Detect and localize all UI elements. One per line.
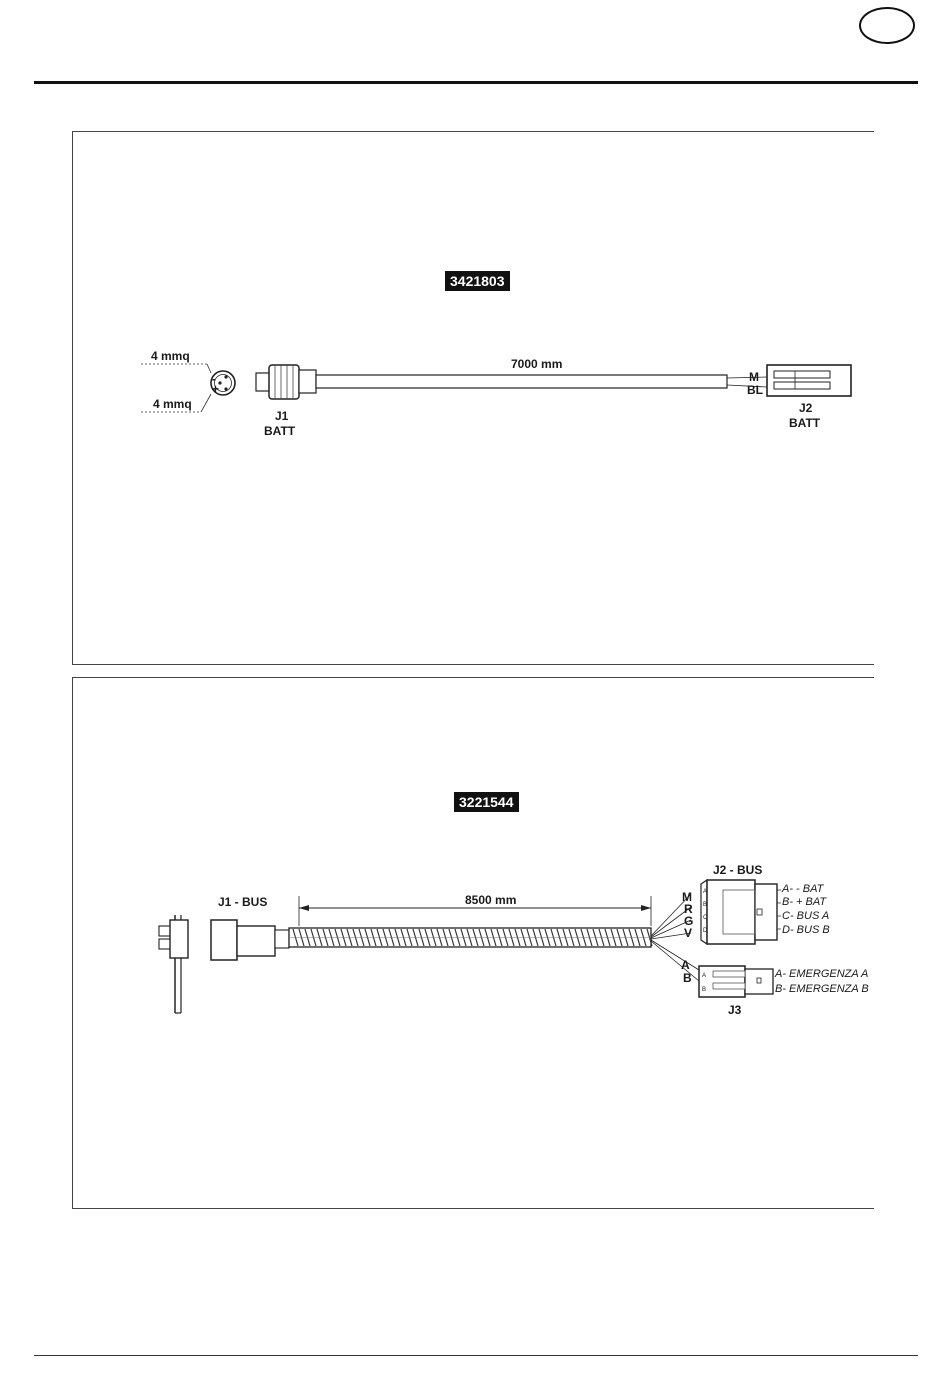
footer-rule	[34, 1355, 918, 1356]
cable-length-label: 8500 mm	[465, 893, 516, 907]
j1-battery-connector: J1 BATT	[256, 365, 316, 438]
wire-m-label: M	[749, 370, 759, 384]
j2-wire-v: V	[684, 926, 692, 940]
cable-7000: 7000 mm M BL	[316, 357, 767, 397]
wire-size-bottom-label: 4 mmq	[153, 397, 192, 411]
page-number-badge	[859, 7, 915, 44]
j3-wire-b: B	[683, 971, 692, 985]
j2-pin-a: A	[703, 889, 707, 895]
j1-label: BATT	[264, 424, 296, 438]
j3-wire-a: A	[681, 958, 690, 972]
j2-pin-b-desc: B- + BAT	[782, 896, 827, 908]
j3-pin-a: A	[702, 973, 706, 979]
pin-plus-label: +	[212, 382, 219, 396]
j1-bus-connector: J1 - BUS	[159, 895, 289, 1013]
j2-pin-d: D	[703, 928, 708, 934]
j2-bus-label: J2 - BUS	[713, 863, 762, 877]
j3-pin-a-desc: A- EMERGENZA A	[774, 968, 868, 980]
j2-bus-connector: J2 - BUS M R G V A B C D A- - BAT B- + B…	[682, 863, 830, 944]
sleeved-cable-8500: 8500 mm	[289, 893, 652, 947]
j2-name: J2	[799, 401, 813, 415]
j3-pin-b: B	[702, 987, 706, 993]
diagram-panel-3221544: 3221544 J1 - BUS 8500 mm	[72, 677, 874, 1209]
diagram-panel-3421803: 3421803 4 mmq 4 mmq - + J1	[72, 131, 874, 665]
battery-cable-diagram: 4 mmq 4 mmq - + J1 BATT 7000 mm M BL	[73, 132, 875, 666]
j1-end-view: 4 mmq 4 mmq - +	[141, 349, 235, 412]
j2-battery-connector: J2 BATT	[767, 365, 851, 430]
bus-cable-diagram: J1 - BUS 8500 mm	[73, 678, 875, 1210]
j2-pin-c-desc: C- BUS A	[782, 910, 829, 922]
j2-pin-a-desc: A- - BAT	[781, 883, 825, 895]
j1-bus-label: J1 - BUS	[218, 895, 267, 909]
wire-bl-label: BL	[747, 383, 763, 397]
j1-name: J1	[275, 409, 289, 423]
j2-pin-b: B	[703, 902, 707, 908]
header-rule	[34, 81, 918, 84]
j3-label: J3	[728, 1003, 742, 1017]
j3-pin-b-desc: B- EMERGENZA B	[775, 983, 869, 995]
j2-pin-d-desc: D- BUS B	[782, 924, 830, 936]
wire-size-top-label: 4 mmq	[151, 349, 190, 363]
cable-length-label: 7000 mm	[511, 357, 562, 371]
j3-emergency-connector: A B A B A- EMERGENZA A B- EMERGENZA B J3	[681, 958, 869, 1017]
j2-label: BATT	[789, 416, 821, 430]
j2-pin-c: C	[703, 915, 708, 921]
